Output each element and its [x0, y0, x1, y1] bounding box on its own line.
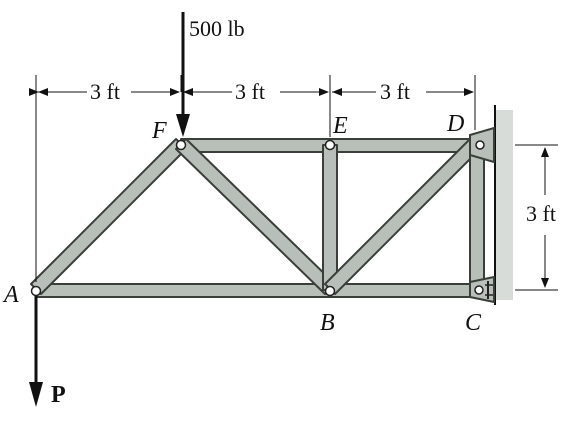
node-label-A: A	[2, 282, 19, 308]
truss-pins	[30, 139, 336, 297]
member-ABC	[35, 283, 481, 298]
node-label-C: C	[465, 310, 482, 336]
dim-label-height: 3 ft	[526, 201, 556, 226]
pin-E	[324, 139, 336, 151]
member-BD	[324, 138, 481, 295]
dim-label-span-2: 3 ft	[235, 79, 265, 104]
node-label-E: E	[332, 113, 348, 139]
pin-A	[30, 285, 42, 297]
dimension-lines-horizontal	[29, 75, 476, 282]
wall-face	[495, 110, 513, 300]
wall-support	[494, 105, 513, 305]
load-500lb-label: 500 lb	[189, 16, 245, 41]
pin-B	[324, 285, 336, 297]
support-D	[469, 126, 495, 164]
truss-members	[30, 138, 485, 298]
member-FB	[175, 138, 336, 295]
load-p-label: P	[51, 382, 66, 408]
dim-arrow-left-2	[183, 88, 193, 96]
dim-arrow-up	[541, 147, 549, 157]
member-DC	[469, 144, 485, 291]
support-C	[469, 275, 495, 304]
dim-arrow-left-1	[38, 88, 48, 96]
pin-F	[175, 139, 187, 151]
member-EB	[322, 144, 338, 291]
node-label-D: D	[446, 111, 464, 137]
dim-arrow-down	[541, 278, 549, 288]
node-label-B: B	[320, 310, 335, 336]
load-p-arrow	[29, 296, 43, 407]
node-label-F: F	[151, 118, 167, 144]
load-500lb-arrow	[176, 12, 190, 137]
member-AF	[30, 138, 187, 295]
dim-label-span-1: 3 ft	[90, 79, 120, 104]
dim-label-span-3: 3 ft	[380, 79, 410, 104]
dim-arrow-left-3	[332, 88, 342, 96]
